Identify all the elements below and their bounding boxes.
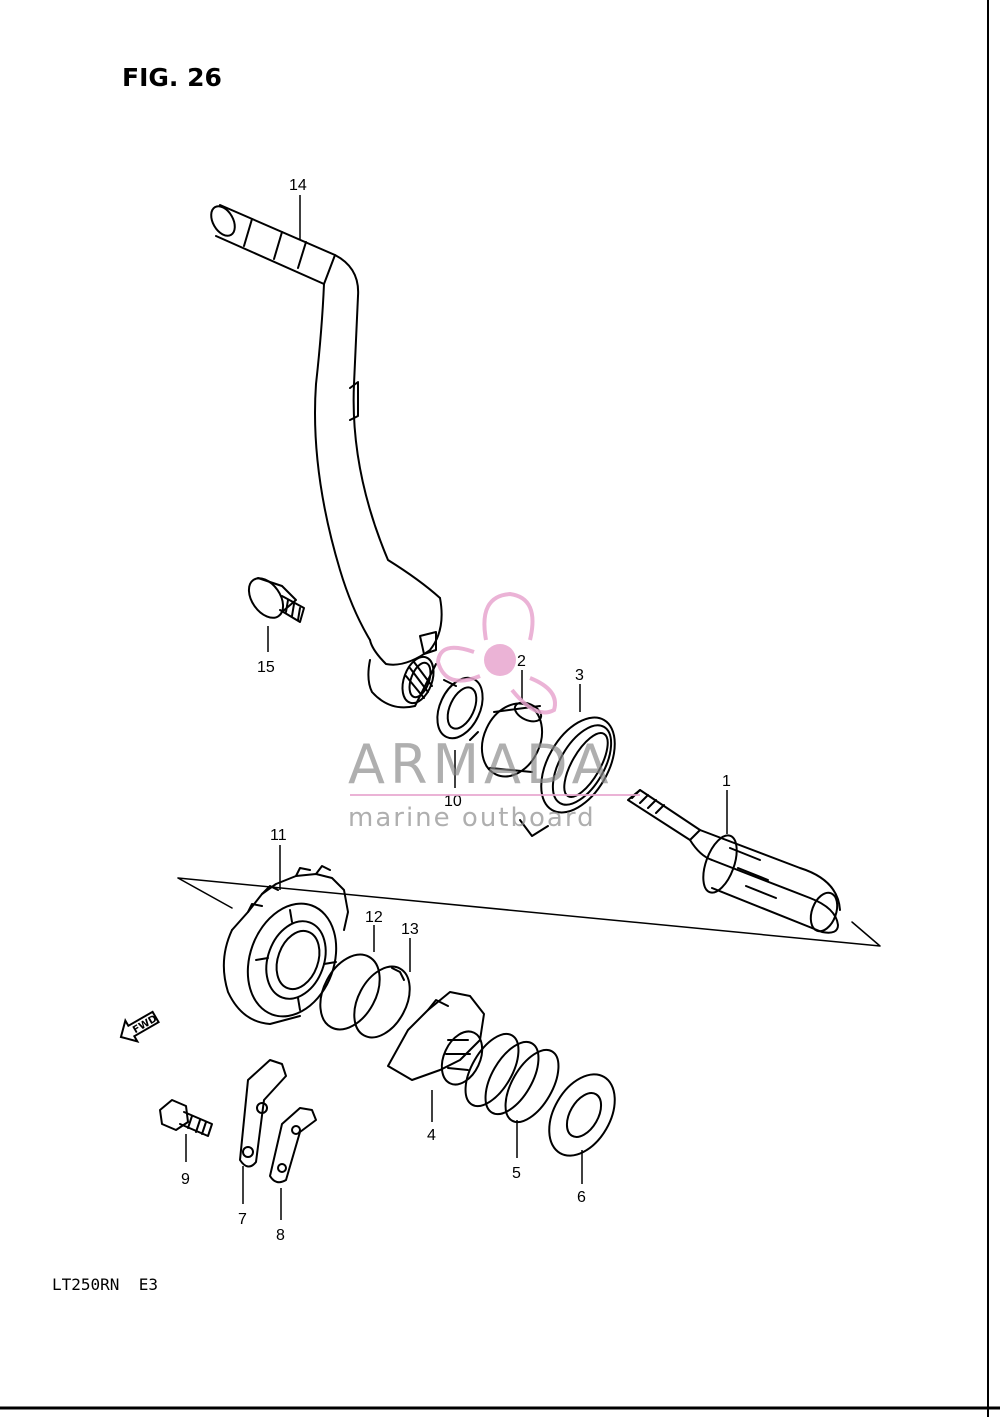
circlip-13 [353,965,411,1039]
callout-1: 1 [722,773,731,790]
callout-5: 5 [512,1165,521,1182]
watermark-tagline: marine outboard [348,803,596,833]
callout-10: 10 [444,793,462,810]
callout-4: 4 [427,1127,436,1144]
callout-7: 7 [238,1211,247,1228]
kick-lever [210,204,443,709]
watermark-brand: ARMADA [348,733,614,796]
fwd-arrow: FWD [119,1010,160,1043]
plate-8 [269,1107,317,1184]
callout-13: 13 [401,921,419,938]
washer-6 [548,1073,616,1157]
bolt-9 [159,1099,213,1137]
return-spring-3 [519,716,616,837]
drive-gear-11 [222,865,349,1025]
watermark: ARMADA marine outboard [348,591,640,833]
callout-6: 6 [577,1189,586,1206]
bolt-15 [247,577,305,623]
plate-7 [239,1059,287,1168]
model-code: LT250RN E3 [52,1275,158,1294]
callout-3: 3 [575,667,584,684]
propeller-logo-icon [435,591,557,715]
callout-11: 11 [270,827,287,844]
kick-shaft-1 [627,789,841,934]
figure-title: FIG. 26 [122,63,222,92]
callout-2: 2 [517,653,526,670]
callout-15: 15 [257,659,275,676]
callout-8: 8 [276,1227,285,1244]
circlip-12 [319,953,381,1031]
callout-14: 14 [289,177,307,194]
callout-12: 12 [365,909,383,926]
spring-5 [464,1032,560,1124]
ratchet-4 [387,991,485,1086]
callout-9: 9 [181,1171,190,1188]
